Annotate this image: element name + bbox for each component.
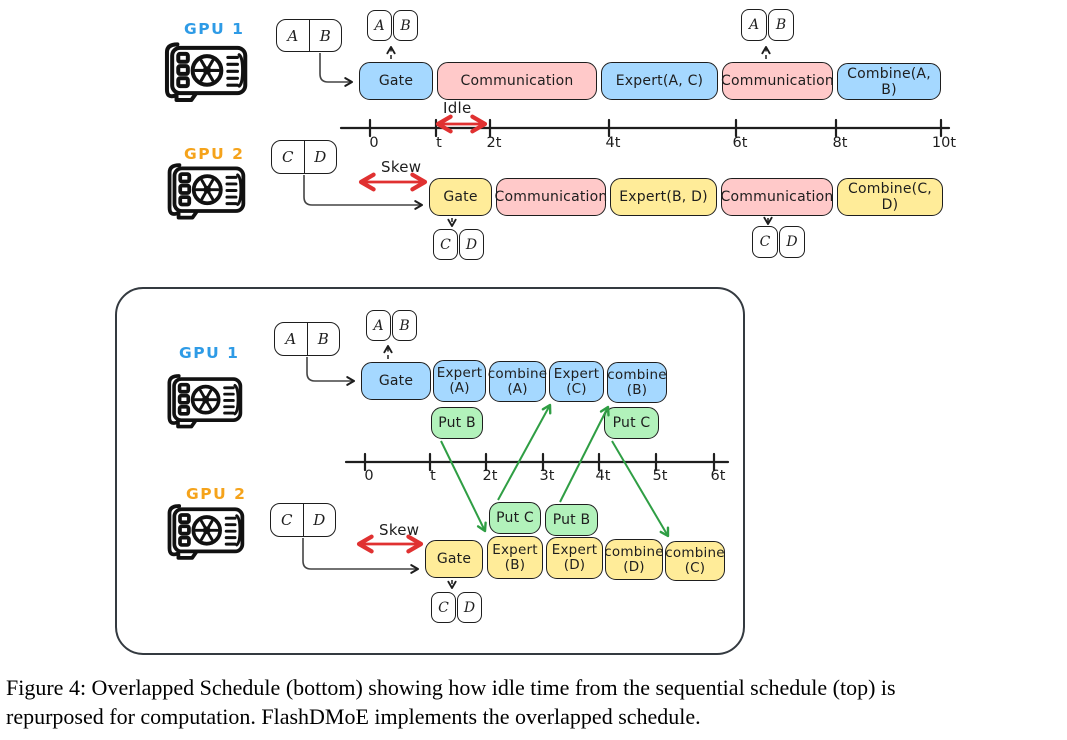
seq-tick-2: 2t	[486, 135, 502, 151]
box-sublabel: (D)	[623, 558, 645, 575]
box-label: combine	[607, 366, 667, 383]
figure-caption: Figure 4: Overlapped Schedule (bottom) s…	[6, 674, 1061, 731]
ovl-gpu1-box-expert-c: Expert (C)	[549, 361, 604, 402]
seq-gpu2-gate-token-d: D	[459, 229, 484, 260]
ovl-gpu1-input-box: A B	[274, 322, 340, 356]
box-sublabel: (D)	[563, 557, 586, 573]
seq-gpu2-box-comm-2: Communication	[721, 178, 833, 216]
box-sublabel: (B)	[504, 556, 526, 573]
seq-gpu2-box-gate: Gate	[429, 178, 492, 216]
ovl-tick-4: 4t	[595, 468, 611, 484]
ovl-gpu2-input-box: C D	[270, 503, 336, 537]
box-sublabel: (A)	[449, 380, 470, 396]
ovl-tick-0: 0	[364, 468, 374, 484]
ovl-gpu2-gate-token-c: C	[431, 592, 456, 623]
ovl-gpu2-gate-token-d: D	[457, 592, 482, 623]
seq-gpu1-gate-token-a: A	[367, 10, 392, 41]
seq-gpu2-gate-token-c: C	[433, 229, 458, 260]
seq-tick-1: t	[436, 135, 442, 151]
ovl-gpu2-input-cell-d: D	[302, 504, 336, 536]
ovl-gpu1-gate-token-b: B	[392, 310, 417, 341]
ovl-gpu2-box-expert-d: Expert (D)	[546, 537, 603, 579]
seq-tick-5: 8t	[832, 135, 848, 151]
box-sublabel: (B)	[626, 381, 648, 398]
box-label: Gate	[436, 551, 472, 567]
seq-gpu2-recv-token-c: C	[752, 226, 778, 258]
seq-idle-label: Idle	[443, 99, 472, 117]
ovl-tick-6: 6t	[710, 468, 726, 484]
seq-gpu2-label: GPU 2	[184, 145, 245, 163]
box-sublabel: (C)	[566, 380, 587, 397]
box-label: Expert	[492, 541, 538, 558]
box-label: Expert	[436, 365, 483, 382]
ovl-tick-2: 2t	[482, 468, 498, 484]
seq-gpu2-input-cell-c: C	[282, 148, 294, 166]
ovl-gpu2-box-expert-b: Expert (B)	[487, 536, 543, 579]
ovl-gpu2-input-cell-c: C	[281, 511, 293, 529]
seq-gpu1-recv-token-b: B	[768, 9, 794, 41]
ovl-tick-3: 3t	[539, 468, 555, 484]
seq-tick-3: 4t	[605, 135, 621, 151]
ovl-gpu1-input-cell-a: A	[285, 330, 297, 348]
ovl-gpu1-box-combine-b: combine (B)	[607, 362, 667, 403]
seq-gpu1-gate-token-b: B	[393, 10, 418, 41]
seq-gpu2-input-cell-d: D	[303, 141, 337, 173]
seq-gpu1-recv-token-a: A	[741, 9, 767, 41]
seq-gpu1-box-expert: Expert(A, C)	[601, 62, 718, 100]
box-label: combine	[665, 545, 725, 562]
seq-gpu1-input-cell-b: B	[308, 20, 342, 51]
ovl-gpu1-label: GPU 1	[179, 344, 240, 362]
box-label: Gate	[378, 373, 414, 389]
box-sublabel: (C)	[684, 560, 706, 576]
ovl-gpu1-gate-token-a: A	[366, 310, 391, 341]
seq-gpu1-box-gate: Gate	[359, 62, 433, 100]
box-label: combine	[604, 543, 664, 560]
seq-gpu1-input-cell-a: A	[287, 26, 299, 45]
seq-gpu1-card-icon	[167, 44, 245, 100]
ovl-tick-5: 5t	[652, 468, 668, 484]
seq-tick-0: 0	[369, 135, 379, 151]
ovl-gpu1-input-cell-b: B	[306, 323, 340, 355]
ovl-gpu2-label: GPU 2	[186, 485, 247, 503]
box-label: combine	[487, 365, 548, 382]
ovl-tick-1: t	[430, 468, 436, 484]
seq-gpu1-box-combine: Combine(A, B)	[837, 63, 941, 100]
seq-gpu2-box-comm-1: Communication	[495, 178, 607, 216]
seq-gpu1-label: GPU 1	[184, 20, 245, 38]
seq-tick-6: 10t	[931, 135, 957, 151]
seq-gpu2-card-icon	[167, 163, 246, 220]
seq-tick-4: 6t	[732, 135, 748, 151]
ovl-gpu1-put-c: Put C	[604, 407, 659, 439]
seq-gpu1-input-box: A B	[276, 19, 342, 52]
ovl-skew-label: Skew	[379, 521, 420, 539]
ovl-gpu2-box-combine-d: combine (D)	[604, 539, 664, 580]
ovl-gpu1-put-b: Put B	[431, 407, 483, 439]
seq-timeline-axis	[339, 118, 951, 138]
ovl-gpu2-box-combine-c: combine (C)	[665, 541, 725, 581]
seq-gpu2-box-expert: Expert(B, D)	[610, 178, 717, 216]
seq-gpu2-recv-token-d: D	[779, 226, 805, 258]
box-sublabel: (A)	[507, 380, 528, 397]
seq-gpu1-box-comm-2: Communication	[721, 62, 834, 100]
caption-line-1: Figure 4: Overlapped Schedule (bottom) s…	[6, 675, 896, 700]
ovl-gpu1-box-gate: Gate	[361, 362, 431, 400]
ovl-gpu1-box-expert-a: Expert (A)	[433, 360, 486, 402]
box-label: Expert	[553, 365, 600, 382]
box-label: Expert	[551, 542, 598, 559]
seq-skew-label: Skew	[381, 158, 422, 176]
seq-gpu2-box-combine: Combine(C, D)	[837, 178, 943, 216]
ovl-gpu2-box-gate: Gate	[425, 540, 483, 578]
ovl-gpu2-put-c: Put C	[489, 502, 541, 534]
caption-line-2: repurposed for computation. FlashDMoE im…	[6, 703, 701, 729]
seq-gpu1-box-comm-1: Communication	[437, 62, 597, 100]
overlapped-panel-border	[115, 287, 745, 655]
ovl-gpu2-put-b: Put B	[545, 504, 598, 536]
ovl-gpu1-box-combine-a: combine (A)	[487, 361, 548, 402]
seq-gpu2-input-box: C D	[271, 140, 337, 174]
